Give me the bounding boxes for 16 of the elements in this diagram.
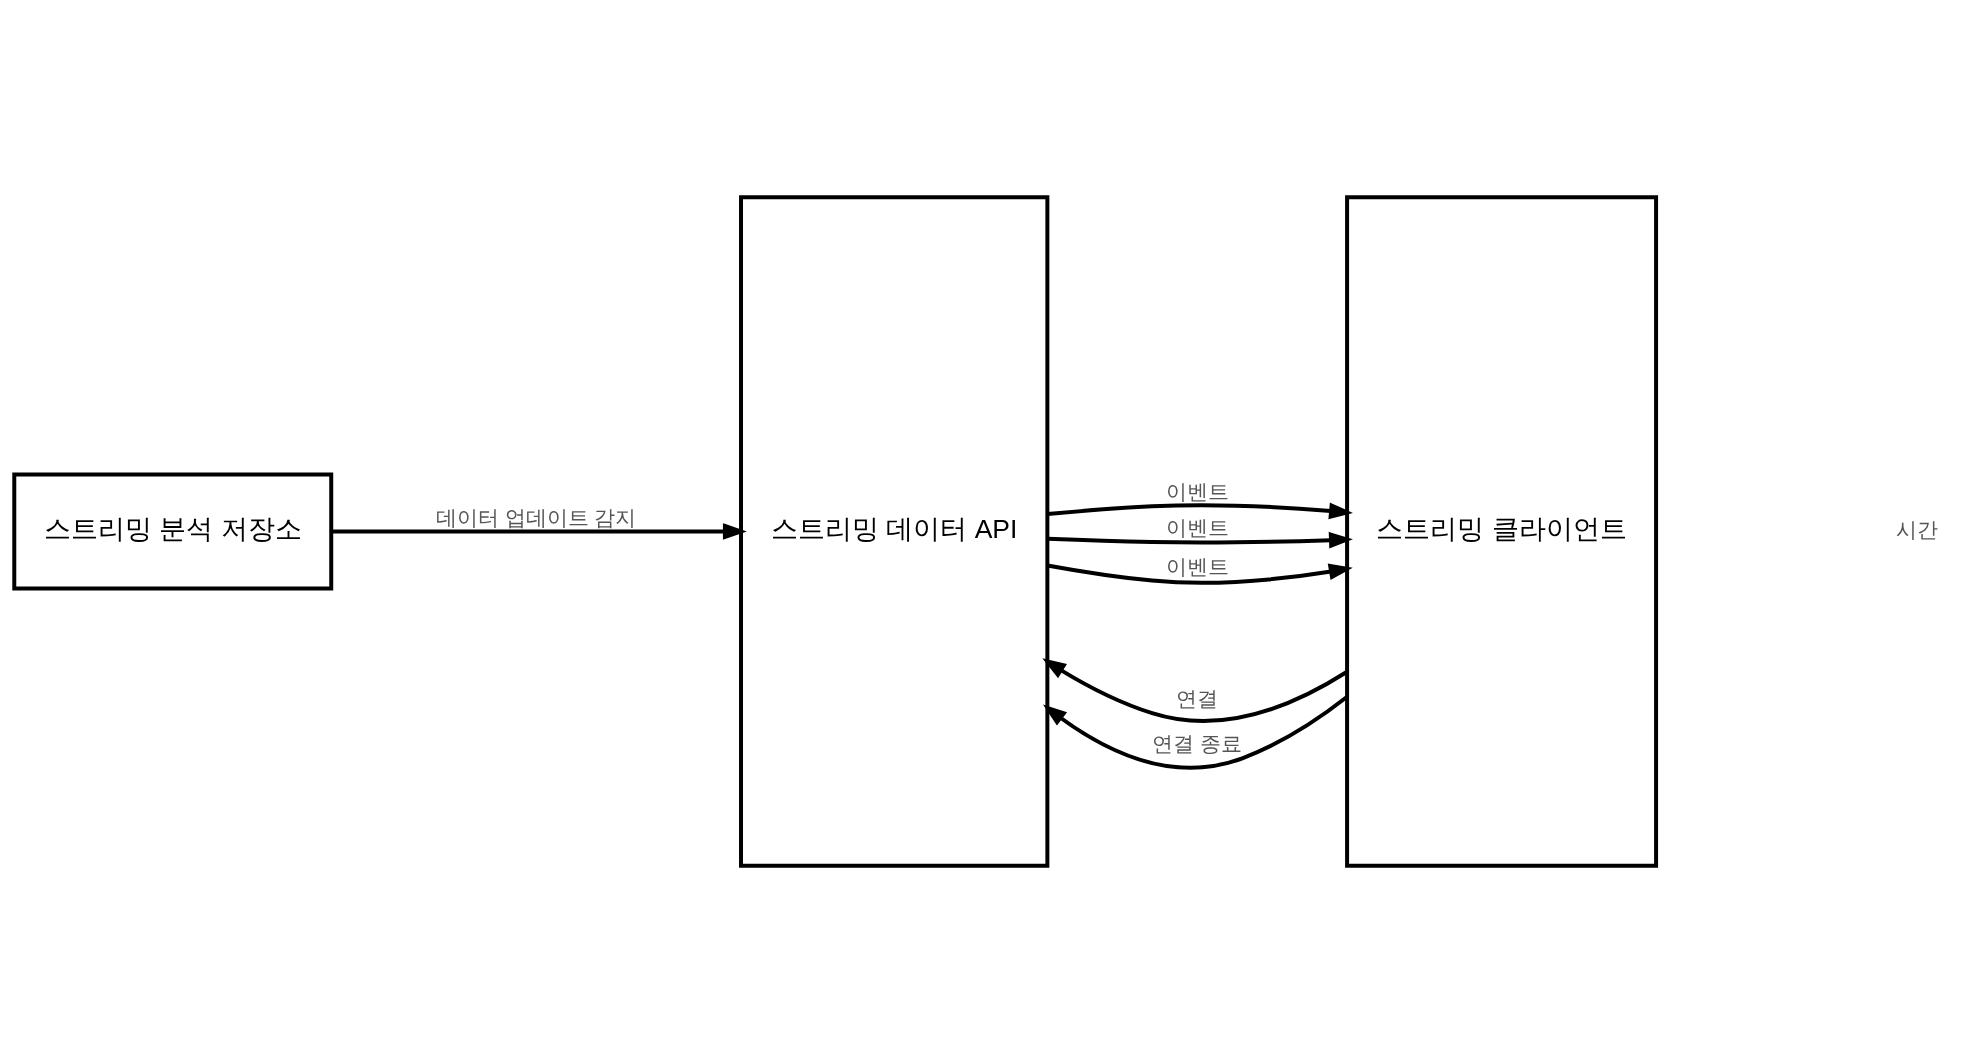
edge-label: 연결 <box>1176 686 1219 710</box>
edge-label: 데이터 업데이트 감지 <box>435 505 637 529</box>
edge-label: 이벤트 <box>1165 479 1229 503</box>
node-box: 스트리밍 클라이언트 <box>1345 194 1659 868</box>
arrow <box>1042 657 1348 723</box>
node-box: 스트리밍 분석 저장소 <box>12 472 334 590</box>
arrow <box>1047 563 1353 585</box>
label: 시간 <box>1896 517 1939 541</box>
arrow <box>1047 531 1353 549</box>
arrow <box>331 522 747 540</box>
edge-label: 이벤트 <box>1165 515 1229 539</box>
edge-label: 연결 종료 <box>1152 731 1243 755</box>
edge-label: 이벤트 <box>1165 554 1229 578</box>
arrow <box>1042 694 1349 770</box>
node-box: 스트리밍 데이터 API <box>739 194 1050 868</box>
arrow <box>1047 502 1353 519</box>
